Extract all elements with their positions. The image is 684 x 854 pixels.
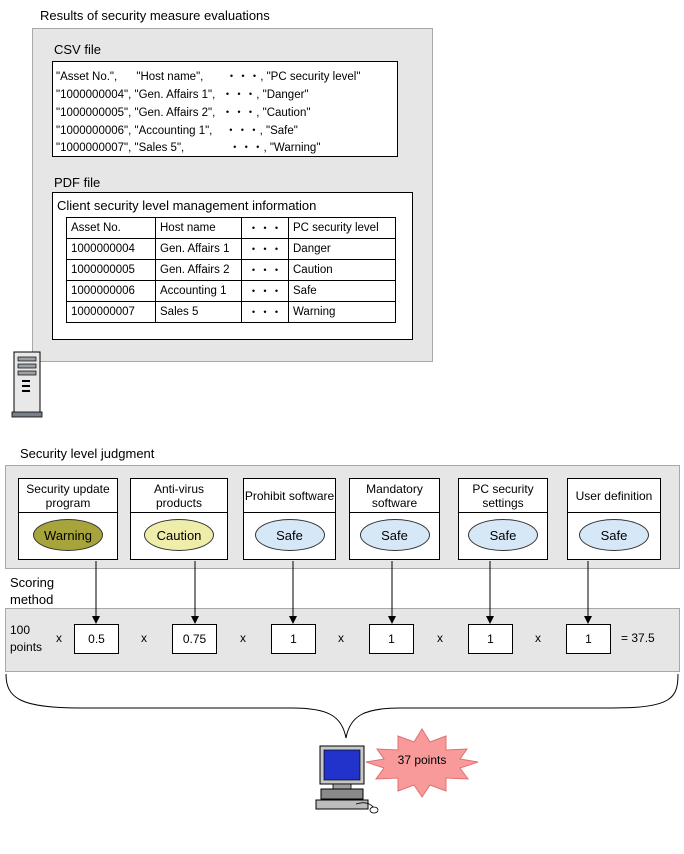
table-row: 1000000006 Accounting 1 ・・・ Safe — [66, 280, 396, 302]
table-cell: Sales 5 — [155, 301, 242, 323]
evaluation-results-title: Results of security measure evaluations — [40, 8, 270, 23]
multiply-operator: x — [338, 631, 344, 645]
column-header: Asset No. — [66, 217, 156, 239]
csv-line: "1000000007", "Sales 5", ・・・, "Warning" — [56, 142, 321, 154]
table-cell: Gen. Affairs 2 — [155, 259, 242, 281]
pdf-file-label: PDF file — [54, 175, 101, 190]
multiply-operator: x — [535, 631, 541, 645]
scoring-method-label: Scoring method — [10, 575, 55, 607]
card-title: Mandatory software — [350, 479, 439, 513]
card-title: Security update program — [19, 479, 117, 513]
table-cell: 1000000006 — [66, 280, 156, 302]
table-cell: ・・・ — [241, 301, 289, 323]
table-cell: Accounting 1 — [155, 280, 242, 302]
score-result: = 37.5 — [621, 631, 655, 645]
score-factor-box: 1 — [566, 624, 611, 654]
level-badge-warning: Warning — [33, 519, 103, 551]
table-row: 1000000004 Gen. Affairs 1 ・・・ Danger — [66, 238, 396, 260]
judgment-title: Security level judgment — [20, 446, 155, 461]
score-factor-box: 0.75 — [172, 624, 217, 654]
table-row: 1000000005 Gen. Affairs 2 ・・・ Caution — [66, 259, 396, 281]
judgment-card-user-definition: User definition Safe — [567, 478, 661, 560]
judgment-card-security-update: Security update program Warning — [18, 478, 118, 560]
score-factor-box: 1 — [271, 624, 316, 654]
csv-file-box: "Asset No.", "Host name", ・・・, "PC secur… — [52, 61, 398, 157]
card-title: User definition — [568, 479, 660, 513]
table-cell: Gen. Affairs 1 — [155, 238, 242, 260]
base-points-label: 100 points — [10, 623, 43, 654]
table-cell: ・・・ — [241, 259, 289, 281]
table-cell: Danger — [288, 238, 396, 260]
column-header: Host name — [155, 217, 242, 239]
score-factor-box: 1 — [468, 624, 513, 654]
judgment-card-mandatory-software: Mandatory software Safe — [349, 478, 440, 560]
table-cell: ・・・ — [241, 280, 289, 302]
judgment-card-anti-virus: Anti-virus products Caution — [130, 478, 228, 560]
csv-file-label: CSV file — [54, 42, 101, 57]
multiply-operator: x — [240, 631, 246, 645]
level-badge-safe: Safe — [359, 519, 430, 551]
card-title: PC security settings — [459, 479, 547, 513]
table-cell: ・・・ — [241, 238, 289, 260]
table-cell: 1000000007 — [66, 301, 156, 323]
level-badge-safe: Safe — [579, 519, 649, 551]
score-factor-box: 0.5 — [74, 624, 119, 654]
table-cell: 1000000004 — [66, 238, 156, 260]
table-cell: Warning — [288, 301, 396, 323]
table-cell: Safe — [288, 280, 396, 302]
multiply-operator: x — [437, 631, 443, 645]
client-pc-icon — [315, 745, 379, 814]
score-factor-box: 1 — [369, 624, 414, 654]
table-cell: 1000000005 — [66, 259, 156, 281]
curly-brace — [5, 673, 679, 739]
column-header: ・・・ — [241, 217, 289, 239]
level-badge-safe: Safe — [468, 519, 538, 551]
pdf-heading: Client security level management informa… — [57, 198, 317, 213]
csv-line: "Asset No.", "Host name", ・・・, "PC secur… — [56, 71, 361, 83]
multiply-operator: x — [141, 631, 147, 645]
csv-line: "1000000006", "Accounting 1", ・・・, "Safe… — [56, 125, 298, 137]
csv-line: "1000000004", "Gen. Affairs 1", ・・・, "Da… — [56, 89, 309, 101]
judgment-card-pc-security-settings: PC security settings Safe — [458, 478, 548, 560]
final-score-label: 37 points — [397, 753, 447, 767]
column-header: PC security level — [288, 217, 396, 239]
level-badge-caution: Caution — [144, 519, 214, 551]
table-cell: Caution — [288, 259, 396, 281]
security-level-table: Asset No. Host name ・・・ PC security leve… — [66, 217, 396, 323]
multiply-operator: x — [56, 631, 62, 645]
pdf-file-box: Client security level management informa… — [52, 192, 413, 340]
card-title: Anti-virus products — [131, 479, 227, 513]
card-title: Prohibit software — [244, 479, 335, 513]
judgment-card-prohibit-software: Prohibit software Safe — [243, 478, 336, 560]
level-badge-safe: Safe — [254, 519, 325, 551]
table-header-row: Asset No. Host name ・・・ PC security leve… — [66, 217, 396, 239]
csv-line: "1000000005", "Gen. Affairs 2", ・・・, "Ca… — [56, 107, 311, 119]
table-row: 1000000007 Sales 5 ・・・ Warning — [66, 301, 396, 323]
